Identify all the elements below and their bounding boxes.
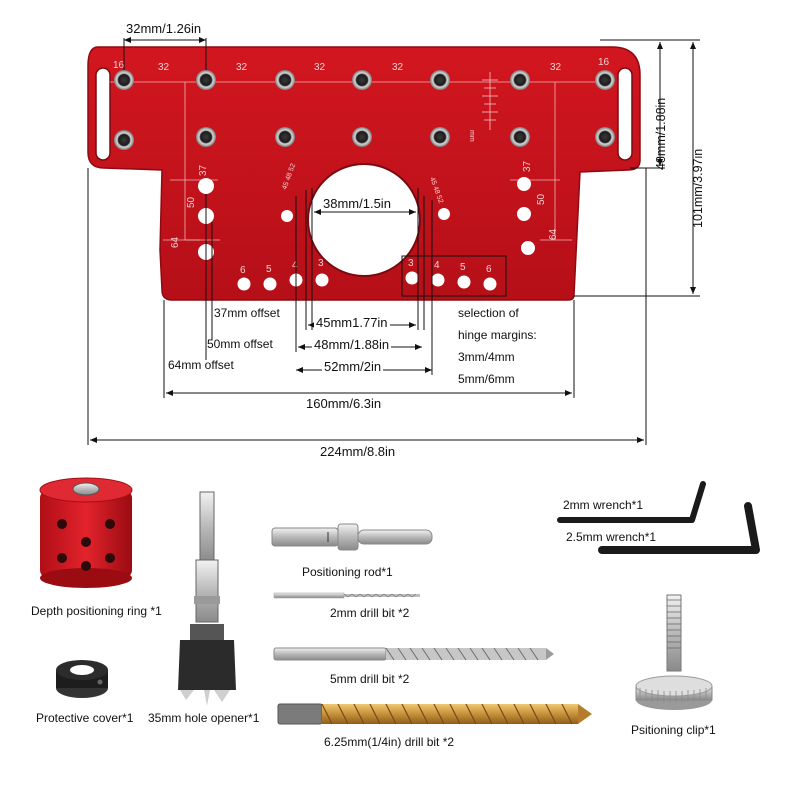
depth-ring-image: [39, 477, 133, 588]
dim-32mm: 32mm/1.26in: [124, 21, 204, 36]
label-protective-cover: Protective cover*1: [36, 711, 134, 725]
dim-45mm: 45mm1.77in: [314, 315, 390, 330]
offset-37: 37mm offset: [214, 306, 280, 320]
jig-plate: 16 32 32 32 32 32 16 37 50 64 37 50 64 6…: [87, 46, 641, 301]
svg-text:5: 5: [266, 264, 272, 275]
offset-holes: [198, 177, 535, 291]
svg-text:64: 64: [548, 228, 559, 240]
hole-opener-image: [178, 491, 236, 706]
label-hole-opener: 35mm hole opener*1: [148, 711, 260, 725]
top-row-holes: [114, 70, 615, 90]
svg-text:5: 5: [460, 262, 466, 273]
svg-text:37: 37: [198, 164, 209, 176]
label-wrench-2mm: 2mm wrench*1: [563, 498, 644, 512]
svg-text:6: 6: [240, 265, 246, 276]
hinge-line-4: 5mm/6mm: [458, 372, 515, 386]
svg-text:6: 6: [486, 264, 492, 275]
dim-center-hole: 38mm/1.5in: [323, 196, 391, 211]
svg-text:32: 32: [550, 62, 562, 73]
svg-text:16: 16: [113, 60, 125, 71]
label-bit-5mm: 5mm drill bit *2: [330, 672, 410, 686]
hinge-line-2: hinge margins:: [458, 328, 537, 342]
hinge-line-3: 3mm/4mm: [458, 350, 515, 364]
svg-text:32: 32: [236, 62, 248, 73]
svg-text:16: 16: [598, 57, 610, 68]
svg-text:4: 4: [434, 260, 440, 271]
label-bit-625: 6.25mm(1/4in) drill bit *2: [324, 735, 455, 749]
svg-text:50: 50: [186, 196, 197, 208]
label-wrench-25mm: 2.5mm wrench*1: [566, 530, 657, 544]
svg-text:32: 32: [158, 62, 170, 73]
dim-48mm: 48mm/1.88in: [654, 97, 668, 170]
label-bit-2mm: 2mm drill bit *2: [330, 606, 410, 620]
hinge-margins-note: selection of hinge margins: 3mm/4mm 5mm/…: [458, 302, 537, 390]
svg-text:64: 64: [170, 236, 181, 248]
bit-625-image: [277, 703, 592, 725]
svg-text:mm: mm: [468, 130, 475, 142]
dim-52mm: 52mm/2in: [322, 359, 384, 374]
svg-text:4: 4: [292, 260, 298, 271]
dim-160mm: 160mm/6.3in: [304, 396, 384, 411]
svg-text:32: 32: [314, 62, 326, 73]
label-depth-ring: Depth positioning ring *1: [31, 604, 162, 618]
wrench-2mm-image: [557, 481, 706, 523]
bit-5mm-image: [273, 647, 554, 661]
label-clip: Psitioning clip*1: [631, 723, 716, 737]
positioning-rod-image: [271, 523, 433, 551]
second-row-holes: [114, 127, 615, 150]
offset-64: 64mm offset: [168, 358, 234, 372]
svg-text:37: 37: [522, 160, 533, 172]
label-positioning-rod: Positioning rod*1: [302, 565, 393, 579]
wrench-25mm-image: [598, 502, 760, 554]
dim-48mm-hinge: 48mm/1.88in: [312, 337, 392, 352]
dim-224mm: 224mm/8.8in: [318, 444, 398, 459]
svg-text:3: 3: [408, 258, 414, 269]
svg-text:3: 3: [318, 258, 324, 269]
offset-50: 50mm offset: [207, 337, 273, 351]
hinge-line-1: selection of: [458, 306, 519, 320]
clip-image: [635, 594, 713, 710]
protective-cover-image: [56, 660, 108, 698]
dim-101mm: 101mm/3.97in: [691, 148, 705, 228]
svg-text:32: 32: [392, 62, 404, 73]
svg-text:50: 50: [536, 193, 547, 205]
bit-2mm-image: [273, 592, 420, 599]
